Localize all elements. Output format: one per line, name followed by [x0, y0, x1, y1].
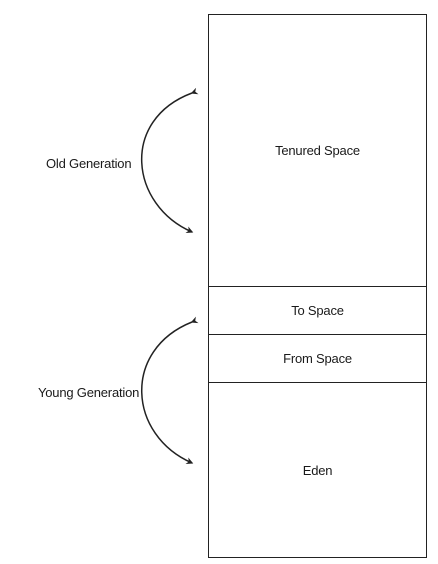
old-generation-bracket-arrow	[141, 87, 199, 233]
young-generation-label: Young Generation	[38, 385, 140, 400]
tenured-space-label: Tenured Space	[275, 143, 360, 158]
old-generation-label: Old Generation	[46, 156, 132, 171]
to-space-label: To Space	[291, 303, 344, 318]
young-generation-bracket-arrow	[141, 316, 199, 464]
eden-label: Eden	[302, 462, 333, 478]
eden-region: Eden	[208, 382, 427, 558]
from-space-label: From Space	[283, 351, 352, 366]
